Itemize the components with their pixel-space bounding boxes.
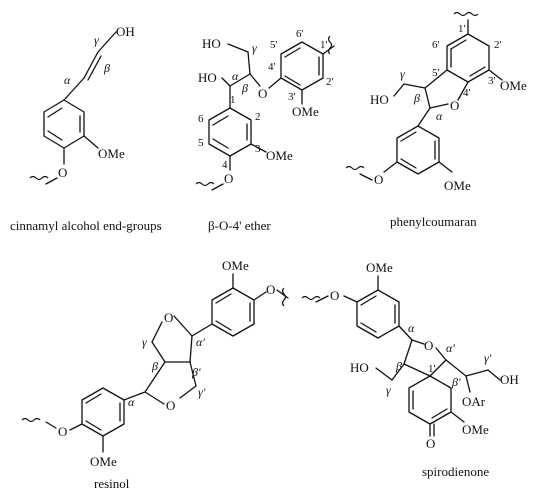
caption-cinnamyl: cinnamyl alcohol end-groups (10, 218, 162, 233)
beta-o4-ring-b (280, 41, 324, 91)
spirodienone-beta-p: β' (451, 375, 461, 389)
beta-o4-wavy-bond-a (195, 181, 215, 187)
phenylcoumaran-alpha: α (436, 109, 443, 123)
spirodienone-alpha: α (408, 321, 415, 335)
beta-o4-n3p: 3' (288, 91, 296, 103)
resinol-o-upper: O (164, 310, 173, 325)
phenylcoumaran-wavy-bond (453, 11, 479, 17)
cinnamyl-alpha: α (64, 73, 71, 87)
resinol-ring-upper (211, 287, 255, 337)
phenylcoumaran-wavy-bond-a (345, 165, 365, 171)
cinnamyl-ring (43, 99, 85, 149)
phenylcoumaran-ome-a: OMe (444, 178, 471, 193)
beta-o4-n5: 5 (198, 137, 204, 149)
structure-cinnamyl-alcohol: OH γ β α OMe O (29, 24, 135, 185)
beta-o4-n1p: 1' (320, 39, 328, 51)
phenylcoumaran-ring-a (396, 125, 440, 175)
beta-o4-ho-gamma: HO (202, 36, 221, 51)
resinol-alpha-p: α' (196, 335, 205, 349)
beta-o4-ome: OMe (292, 104, 319, 119)
spirodienone-ketone-o: O (426, 436, 435, 451)
resinol-o-top: O (266, 282, 275, 297)
phenylcoumaran-n6p: 6' (432, 39, 440, 51)
caption-resinol: resinol (94, 476, 130, 491)
spirodienone-ho: HO (350, 360, 369, 375)
spirodienone-gamma-p: γ' (484, 351, 492, 365)
beta-o4-n6p: 6' (296, 28, 304, 40)
spirodienone-ring-dienone (408, 375, 452, 425)
beta-o4-n6: 6 (198, 113, 204, 125)
phenylcoumaran-beta: β (413, 91, 420, 105)
resinol-wavy-bond-top (281, 287, 287, 307)
cinnamyl-oh: OH (116, 24, 135, 39)
cinnamyl-wavy-bond (29, 175, 49, 181)
beta-o4-n2: 2 (255, 111, 261, 123)
beta-o4-ether-o: O (258, 86, 267, 101)
resinol-gamma: γ (142, 335, 147, 349)
phenylcoumaran-o-a: O (374, 172, 383, 187)
caption-spirodienone: spirodienone (422, 464, 489, 479)
resinol-beta: β (151, 359, 158, 373)
caption-beta-o4: β-O-4' ether (208, 218, 271, 233)
phenylcoumaran-n2p: 2' (494, 39, 502, 51)
beta-o4-gamma: γ (252, 41, 257, 55)
spirodienone-wavy-bond (301, 295, 321, 301)
spirodienone-alpha-p: α' (446, 341, 455, 355)
resinol-o-bottom: O (58, 424, 67, 439)
spirodienone-ring-o: O (424, 338, 433, 353)
resinol-wavy-bond-bottom (21, 417, 41, 423)
cinnamyl-o: O (58, 165, 67, 180)
phenylcoumaran-ho: HO (370, 92, 389, 107)
spirodienone-n1p: 1' (428, 363, 436, 375)
beta-o4-n3: 3 (255, 143, 261, 155)
phenylcoumaran-ring-b (446, 33, 490, 83)
spirodienone-ring-aryl (356, 289, 400, 339)
beta-o4-n4p: 4' (268, 61, 276, 73)
phenylcoumaran-n5p: 5' (432, 67, 440, 79)
beta-o4-n1: 1 (230, 94, 236, 106)
beta-o4-n4: 4 (222, 159, 228, 171)
cinnamyl-gamma: γ (94, 33, 99, 47)
structure-beta-o-4-ether: 1 2 3 4 5 6 HO HO α β γ O 4' 5' 6' 1' 2'… (195, 28, 335, 191)
spirodienone-beta: β (395, 359, 402, 373)
resinol-ring-lower (81, 387, 125, 437)
resinol-alpha: α (128, 395, 135, 409)
cinnamyl-beta: β (103, 61, 110, 75)
caption-phenylcoumaran: phenylcoumaran (390, 214, 477, 229)
beta-o4-beta: β (241, 81, 248, 95)
beta-o4-alpha: α (232, 69, 239, 83)
cinnamyl-ome: OMe (98, 146, 125, 161)
beta-o4-ho-alpha: HO (198, 70, 217, 85)
beta-o4-wavy-bond (327, 35, 333, 55)
beta-o4-ring-a (208, 107, 252, 157)
spirodienone-o-top: O (330, 288, 339, 303)
spirodienone-ome-ring: OMe (462, 422, 489, 437)
spirodienone-oar: OAr (462, 394, 486, 409)
spirodienone-ome-top: OMe (366, 260, 393, 275)
resinol-o-lower: O (166, 398, 175, 413)
phenylcoumaran-ome-b: OMe (500, 78, 527, 93)
phenylcoumaran-gamma: γ (400, 67, 405, 81)
resinol-beta-p: β' (191, 365, 201, 379)
phenylcoumaran-n1p: 1' (458, 23, 466, 35)
spirodienone-oh: OH (500, 372, 519, 387)
structure-resinol: OMe O O O γ α' β β' γ' α O OMe (21, 258, 289, 469)
beta-o4-o-a: O (224, 171, 233, 186)
resinol-ome-top: OMe (222, 258, 249, 273)
structure-phenylcoumaran: 1' 2' 3' 4' 5' 6' OMe O α β HO γ OMe O (345, 11, 527, 193)
phenylcoumaran-n4p: 4' (463, 87, 471, 99)
phenylcoumaran-n3p: 3' (488, 75, 496, 87)
resinol-ome-bottom: OMe (90, 454, 117, 469)
resinol-gamma-p: γ' (198, 385, 206, 399)
phenylcoumaran-ring-o: O (450, 98, 459, 113)
structure-spirodienone: OMe O O α α' β 1' HO γ OH γ' β' OAr (301, 260, 519, 451)
spirodienone-gamma: γ (386, 383, 391, 397)
beta-o4-ome-a: OMe (266, 148, 293, 163)
beta-o4-n2p: 2' (326, 76, 334, 88)
beta-o4-n5p: 5' (270, 39, 278, 51)
